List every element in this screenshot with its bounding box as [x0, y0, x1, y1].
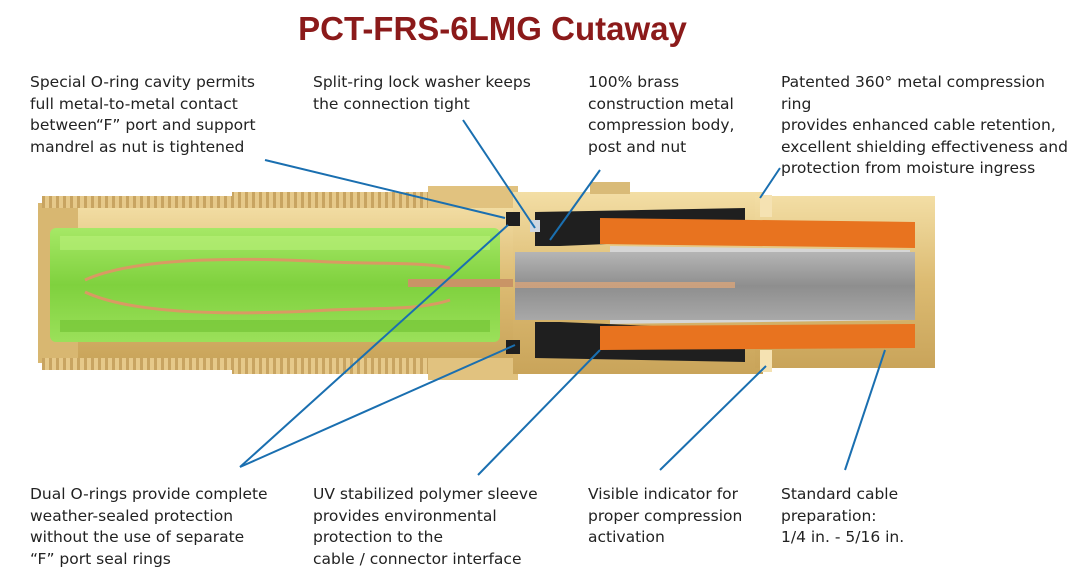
leader-cable-prep	[844, 349, 886, 471]
o-ring-upper	[506, 212, 520, 226]
leader-indicator	[659, 365, 767, 471]
leader-uv-sleeve	[477, 349, 601, 476]
leader-lines	[239, 119, 886, 476]
o-ring-lower	[506, 340, 520, 354]
lock-washer	[530, 220, 540, 232]
callout-indicator: Visible indicator for proper compression…	[588, 485, 743, 546]
callout-lock-washer: Split-ring lock washer keeps the connect…	[313, 73, 531, 113]
callout-compression-ring: Patented 360° metal compression ring pro…	[781, 73, 1068, 177]
page-title: PCT-FRS-6LMG Cutaway	[298, 10, 687, 47]
callout-oring-cavity: Special O-ring cavity permits full metal…	[30, 73, 256, 156]
callout-uv-sleeve: UV stabilized polymer sleeve provides en…	[313, 485, 538, 568]
leader-dual-orings-b	[239, 224, 509, 468]
leader-brass	[549, 169, 601, 241]
dielectric-insulator	[50, 228, 500, 342]
callout-brass: 100% brass construction metal compressio…	[588, 73, 735, 156]
center-conductor	[408, 279, 568, 287]
leader-oring-cavity	[264, 159, 506, 219]
callout-cable-prep: Standard cable preparation: 1/4 in. - 5/…	[781, 485, 905, 546]
callout-dual-orings: Dual O-rings provide complete weather-se…	[30, 485, 268, 568]
leader-compression-ring	[759, 167, 781, 199]
leader-lock-washer	[462, 119, 536, 229]
leader-dual-orings-a	[239, 344, 516, 468]
